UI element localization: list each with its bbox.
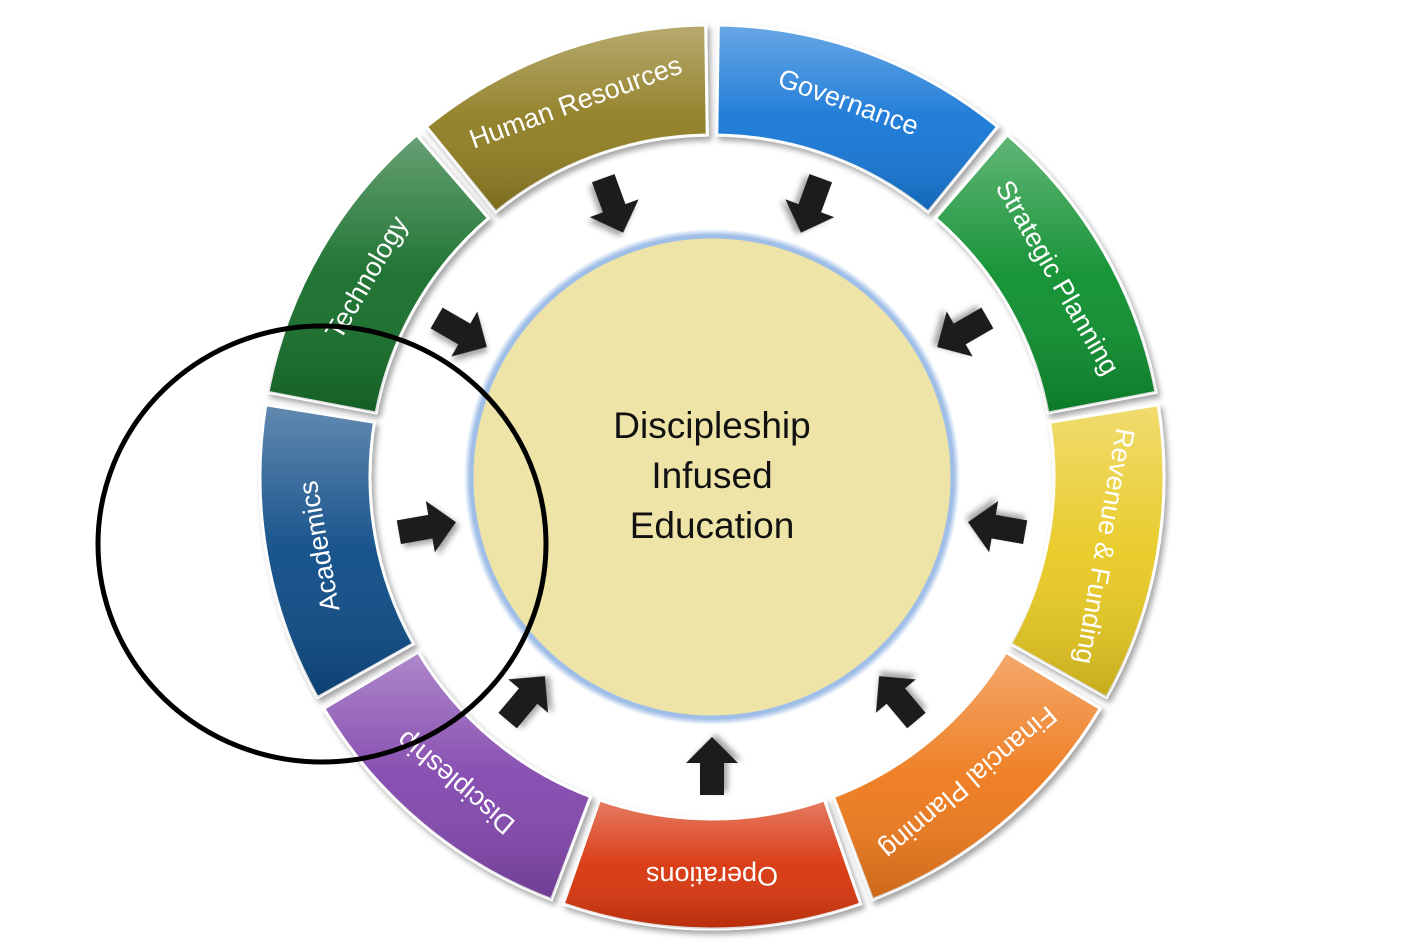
arrow-governance — [785, 174, 835, 233]
center-circle: Discipleship Infused Education — [464, 229, 960, 725]
arrow-academics — [396, 501, 456, 553]
segment-academics: Academics — [258, 403, 416, 700]
center-line-2: Infused — [651, 455, 772, 496]
segment-gloss-governance — [716, 25, 998, 212]
segment-operations: Operations — [561, 798, 863, 931]
arrow-discipleship — [498, 676, 549, 729]
segment-label-operations: Operations — [646, 861, 778, 891]
center-line-1: Discipleship — [613, 405, 810, 446]
arrow-financial-planning — [875, 676, 926, 729]
segment-gloss-technology — [268, 134, 489, 413]
segment-gloss-operations — [563, 799, 861, 929]
arrow-human-resources — [589, 174, 639, 233]
arrow-technology — [430, 307, 487, 357]
segment-revenue-funding: Revenue & Funding — [1008, 403, 1166, 700]
segment-human-resources: Human Resources — [424, 23, 709, 215]
segment-discipleship: Discipleship — [321, 650, 593, 902]
center-line-3: Education — [630, 505, 795, 546]
segment-gloss-revenue-funding — [1010, 404, 1164, 698]
segment-gloss-academics — [260, 404, 414, 698]
segment-gloss-human-resources — [426, 25, 708, 212]
segment-financial-planning: Financial Planning — [831, 650, 1103, 902]
segment-gloss-discipleship — [323, 652, 591, 900]
arrow-strategic-planning — [937, 307, 994, 357]
highlight-circle — [95, 323, 549, 765]
segment-governance: Governance — [715, 23, 1000, 215]
segment-gloss-financial-planning — [833, 652, 1101, 900]
arrow-revenue-funding — [968, 501, 1028, 553]
segment-technology: Technology — [266, 132, 491, 415]
arrow-group — [396, 174, 1028, 795]
segment-gloss-strategic-planning — [935, 134, 1156, 413]
segment-strategic-planning: Strategic Planning — [933, 132, 1158, 415]
arrow-operations — [686, 737, 738, 795]
